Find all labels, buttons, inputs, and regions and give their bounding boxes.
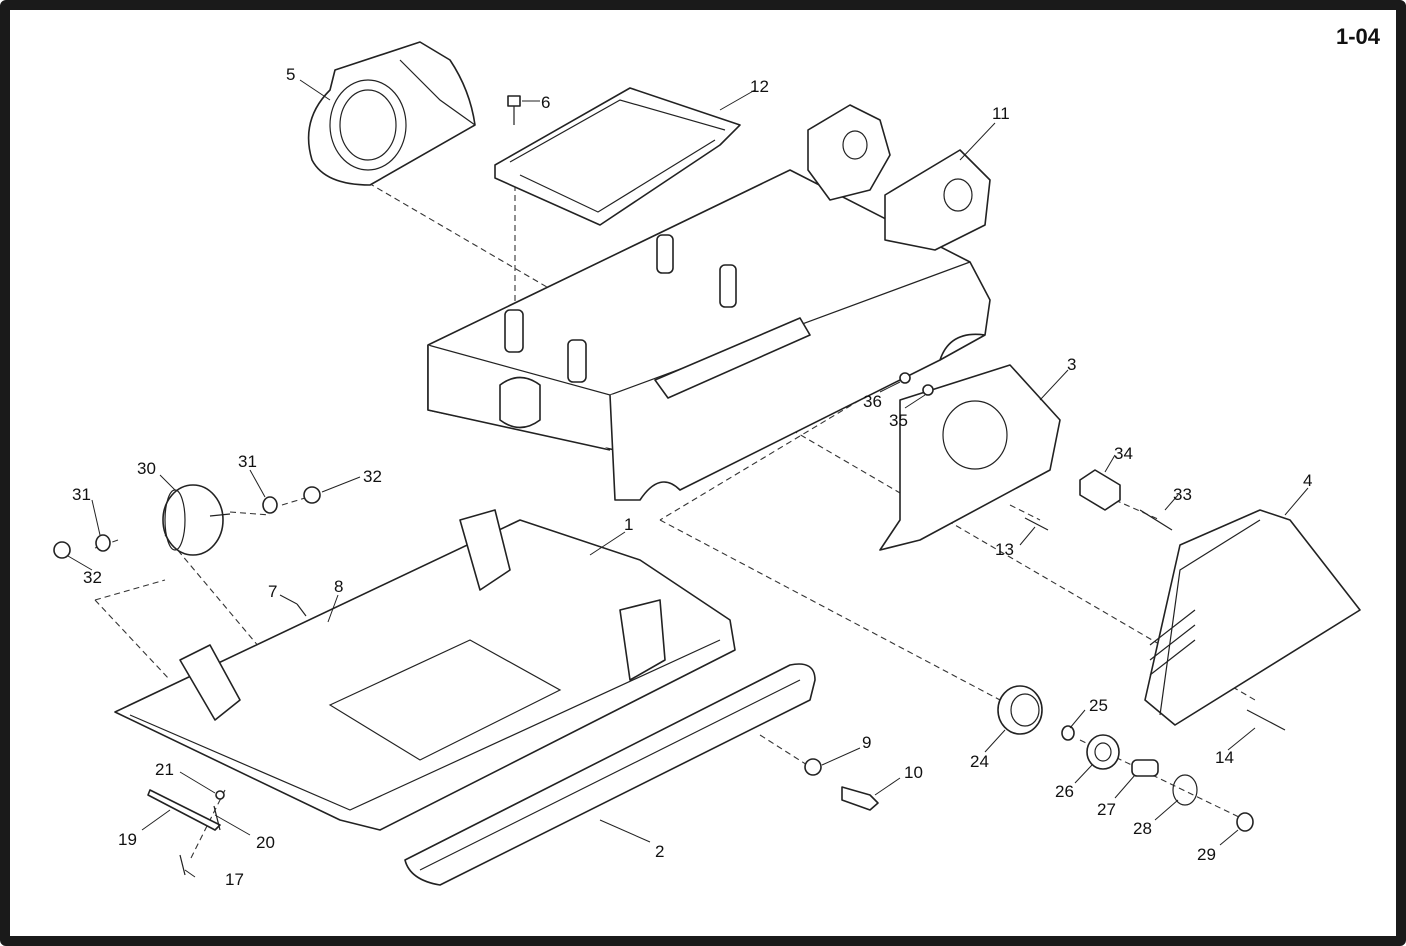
parts-31-32-washers-nuts — [53, 486, 321, 559]
callout-24: 24 — [970, 752, 989, 771]
parts-17-19-20-21 — [147, 789, 225, 876]
callout-34: 34 — [1114, 444, 1133, 463]
callout-25: 25 — [1089, 696, 1108, 715]
part-11-main-frame — [427, 104, 991, 501]
part-30-rubber-mount — [162, 484, 231, 556]
part-2-skid-rail — [404, 663, 816, 886]
callout-1: 1 — [624, 515, 633, 534]
clutch-parts-24-29 — [997, 685, 1254, 832]
callout-27: 27 — [1097, 800, 1116, 819]
part-1-base-plate — [114, 509, 736, 831]
part-34-spacer — [1079, 469, 1121, 511]
callout-21: 21 — [155, 760, 174, 779]
callout-30: 30 — [137, 459, 156, 478]
callout-5: 5 — [286, 65, 295, 84]
callout-36: 36 — [863, 392, 882, 411]
callout-8: 8 — [334, 577, 343, 596]
callout-2: 2 — [655, 842, 664, 861]
callout-4: 4 — [1303, 471, 1312, 490]
page-number: 1-04 — [1335, 24, 1380, 49]
callout-13: 13 — [995, 540, 1014, 559]
callout-28: 28 — [1133, 819, 1152, 838]
assembly-lines — [94, 165, 1256, 861]
callout-12: 12 — [750, 77, 769, 96]
callout-10: 10 — [904, 763, 923, 782]
parts-35-36-washer-nut — [899, 372, 934, 396]
bolts-13-14-33 — [1024, 509, 1286, 731]
callout-17: 17 — [225, 870, 244, 889]
callout-32-lower: 32 — [83, 568, 102, 587]
callout-9: 9 — [862, 733, 871, 752]
callout-3: 3 — [1067, 355, 1076, 374]
leader-lines — [67, 79, 1309, 878]
part-12-mounting-plate — [494, 87, 741, 226]
callout-11: 11 — [992, 104, 1010, 123]
callout-35: 35 — [889, 411, 908, 430]
callout-20: 20 — [256, 833, 275, 852]
part-6-bolt — [507, 95, 521, 125]
callout-14: 14 — [1215, 748, 1234, 767]
parts-9-10-nut-bolt — [804, 758, 879, 811]
part-5-belt-guard — [307, 41, 476, 186]
callout-6: 6 — [541, 93, 550, 112]
part-4-belt-cover — [1144, 509, 1361, 726]
callout-31-lower: 31 — [72, 485, 91, 504]
callout-labels: 1 2 3 4 5 6 7 8 9 10 11 12 13 14 17 19 2… — [72, 65, 1312, 889]
callout-29: 29 — [1197, 845, 1216, 864]
part-3-bracket — [879, 364, 1061, 551]
callout-19: 19 — [118, 830, 137, 849]
callout-7: 7 — [268, 582, 277, 601]
callout-31-upper: 31 — [238, 452, 257, 471]
callout-32-upper: 32 — [363, 467, 382, 486]
callout-26: 26 — [1055, 782, 1074, 801]
callout-33: 33 — [1173, 485, 1192, 504]
